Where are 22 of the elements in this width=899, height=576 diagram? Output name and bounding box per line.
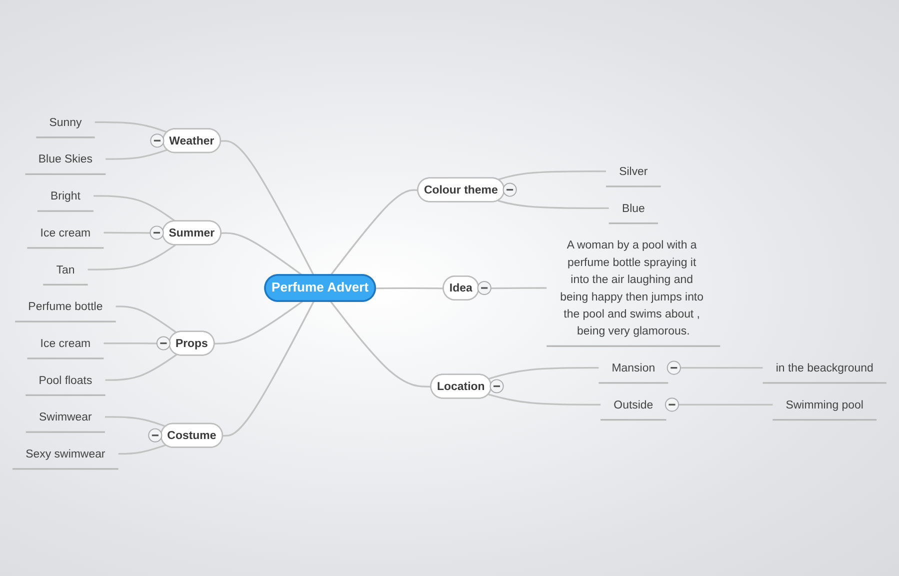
connector xyxy=(668,367,763,369)
connector xyxy=(88,244,176,270)
connector xyxy=(94,195,176,222)
connector xyxy=(330,301,432,388)
connector xyxy=(488,394,601,406)
connector xyxy=(220,140,314,276)
connector xyxy=(666,404,773,406)
connector xyxy=(94,121,168,134)
connector xyxy=(498,170,606,180)
connector xyxy=(118,444,166,455)
connector xyxy=(116,306,178,334)
connector xyxy=(376,287,444,290)
connector xyxy=(106,149,168,160)
connector xyxy=(488,367,599,380)
connector xyxy=(222,301,314,437)
connector xyxy=(479,287,547,290)
connector xyxy=(214,300,303,344)
connector xyxy=(104,416,166,428)
connector xyxy=(330,189,418,276)
connector xyxy=(498,200,609,209)
connector xyxy=(221,232,303,276)
connector xyxy=(105,354,178,381)
